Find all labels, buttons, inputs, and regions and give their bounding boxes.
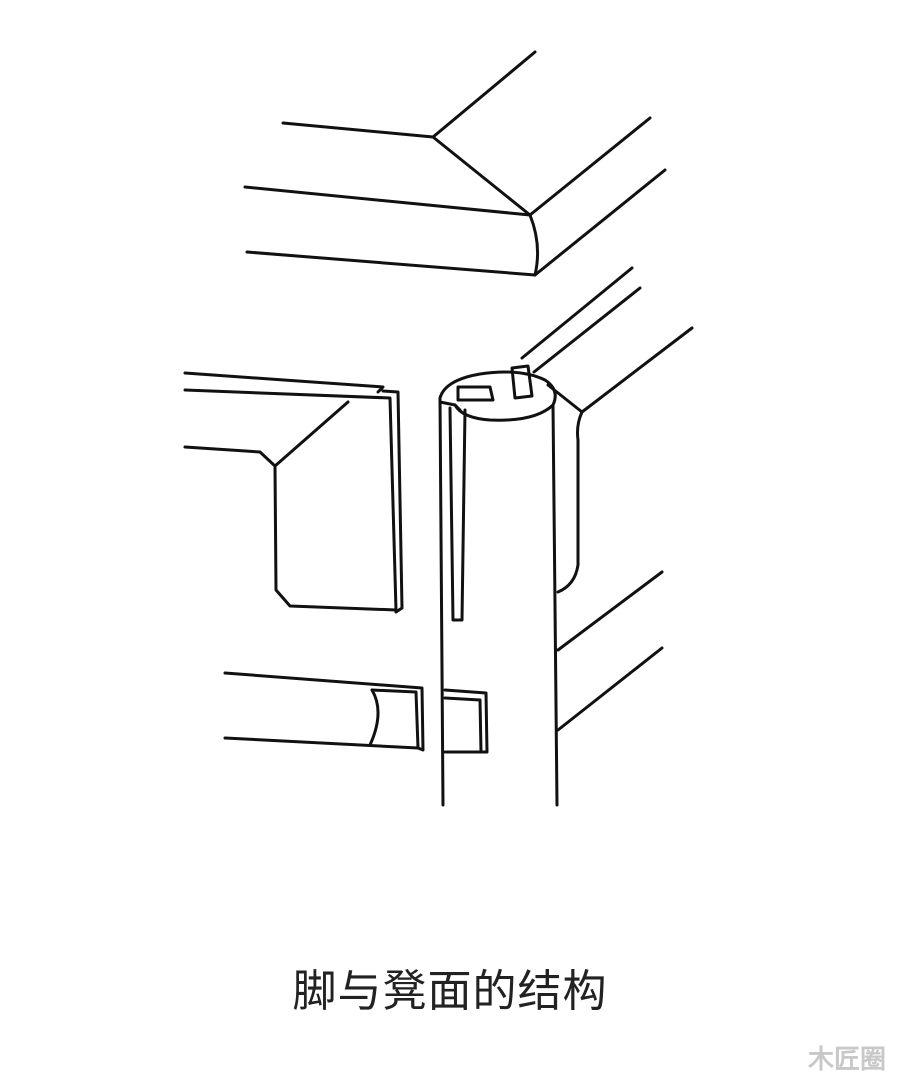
tenon [510,364,534,400]
mortise [456,385,495,402]
lower-stretcher [223,671,489,754]
watermark: 木匠圈 [807,1045,886,1075]
right-apron [520,266,694,732]
diagram-caption: 脚与凳面的结构 [292,966,608,1017]
stool-top [243,50,667,277]
left-apron [183,371,404,614]
leg [438,364,559,807]
